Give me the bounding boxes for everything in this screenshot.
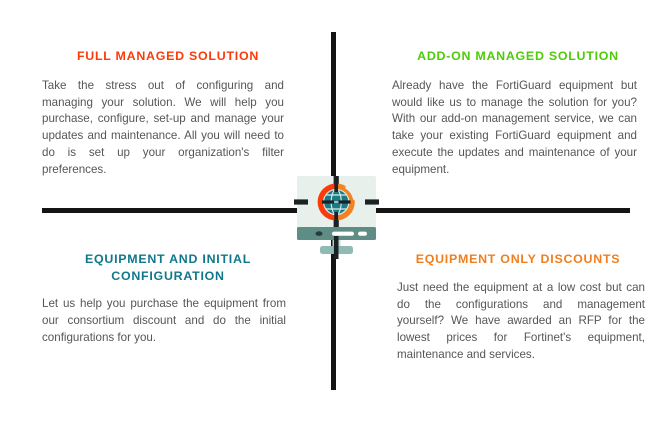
heading-full-managed-solution: FULL MANAGED SOLUTION: [76, 49, 260, 63]
body-full-managed-solution: Take the stress out of configuring and m…: [42, 78, 284, 176]
quadrant-equipment-only-discounts: EQUIPMENT ONLY DISCOUNTS Just need the e…: [378, 251, 658, 364]
body-equipment-and-initial-configuration: Let us help you purchase the equipment f…: [42, 297, 286, 345]
heading-equipment-and-initial-configuration: EQUIPMENT AND INITIAL CONFIGURATION: [84, 252, 252, 283]
quadrant-equipment-and-initial-configuration: EQUIPMENT AND INITIAL CONFIGURATION Let …: [28, 251, 308, 347]
monitor-globe-target-icon: [294, 176, 379, 259]
body-equipment-only-discounts: Just need the equipment at a low cost bu…: [397, 280, 645, 361]
body-add-on-managed-solution: Already have the FortiGuard equipment bu…: [392, 78, 637, 176]
quadrant-add-on-managed-solution: ADD-ON MANAGED SOLUTION Already have the…: [378, 48, 658, 179]
heading-add-on-managed-solution: ADD-ON MANAGED SOLUTION: [417, 49, 619, 63]
heading-equipment-only-discounts: EQUIPMENT ONLY DISCOUNTS: [415, 252, 621, 266]
quadrant-full-managed-solution: FULL MANAGED SOLUTION Take the stress ou…: [28, 48, 308, 179]
